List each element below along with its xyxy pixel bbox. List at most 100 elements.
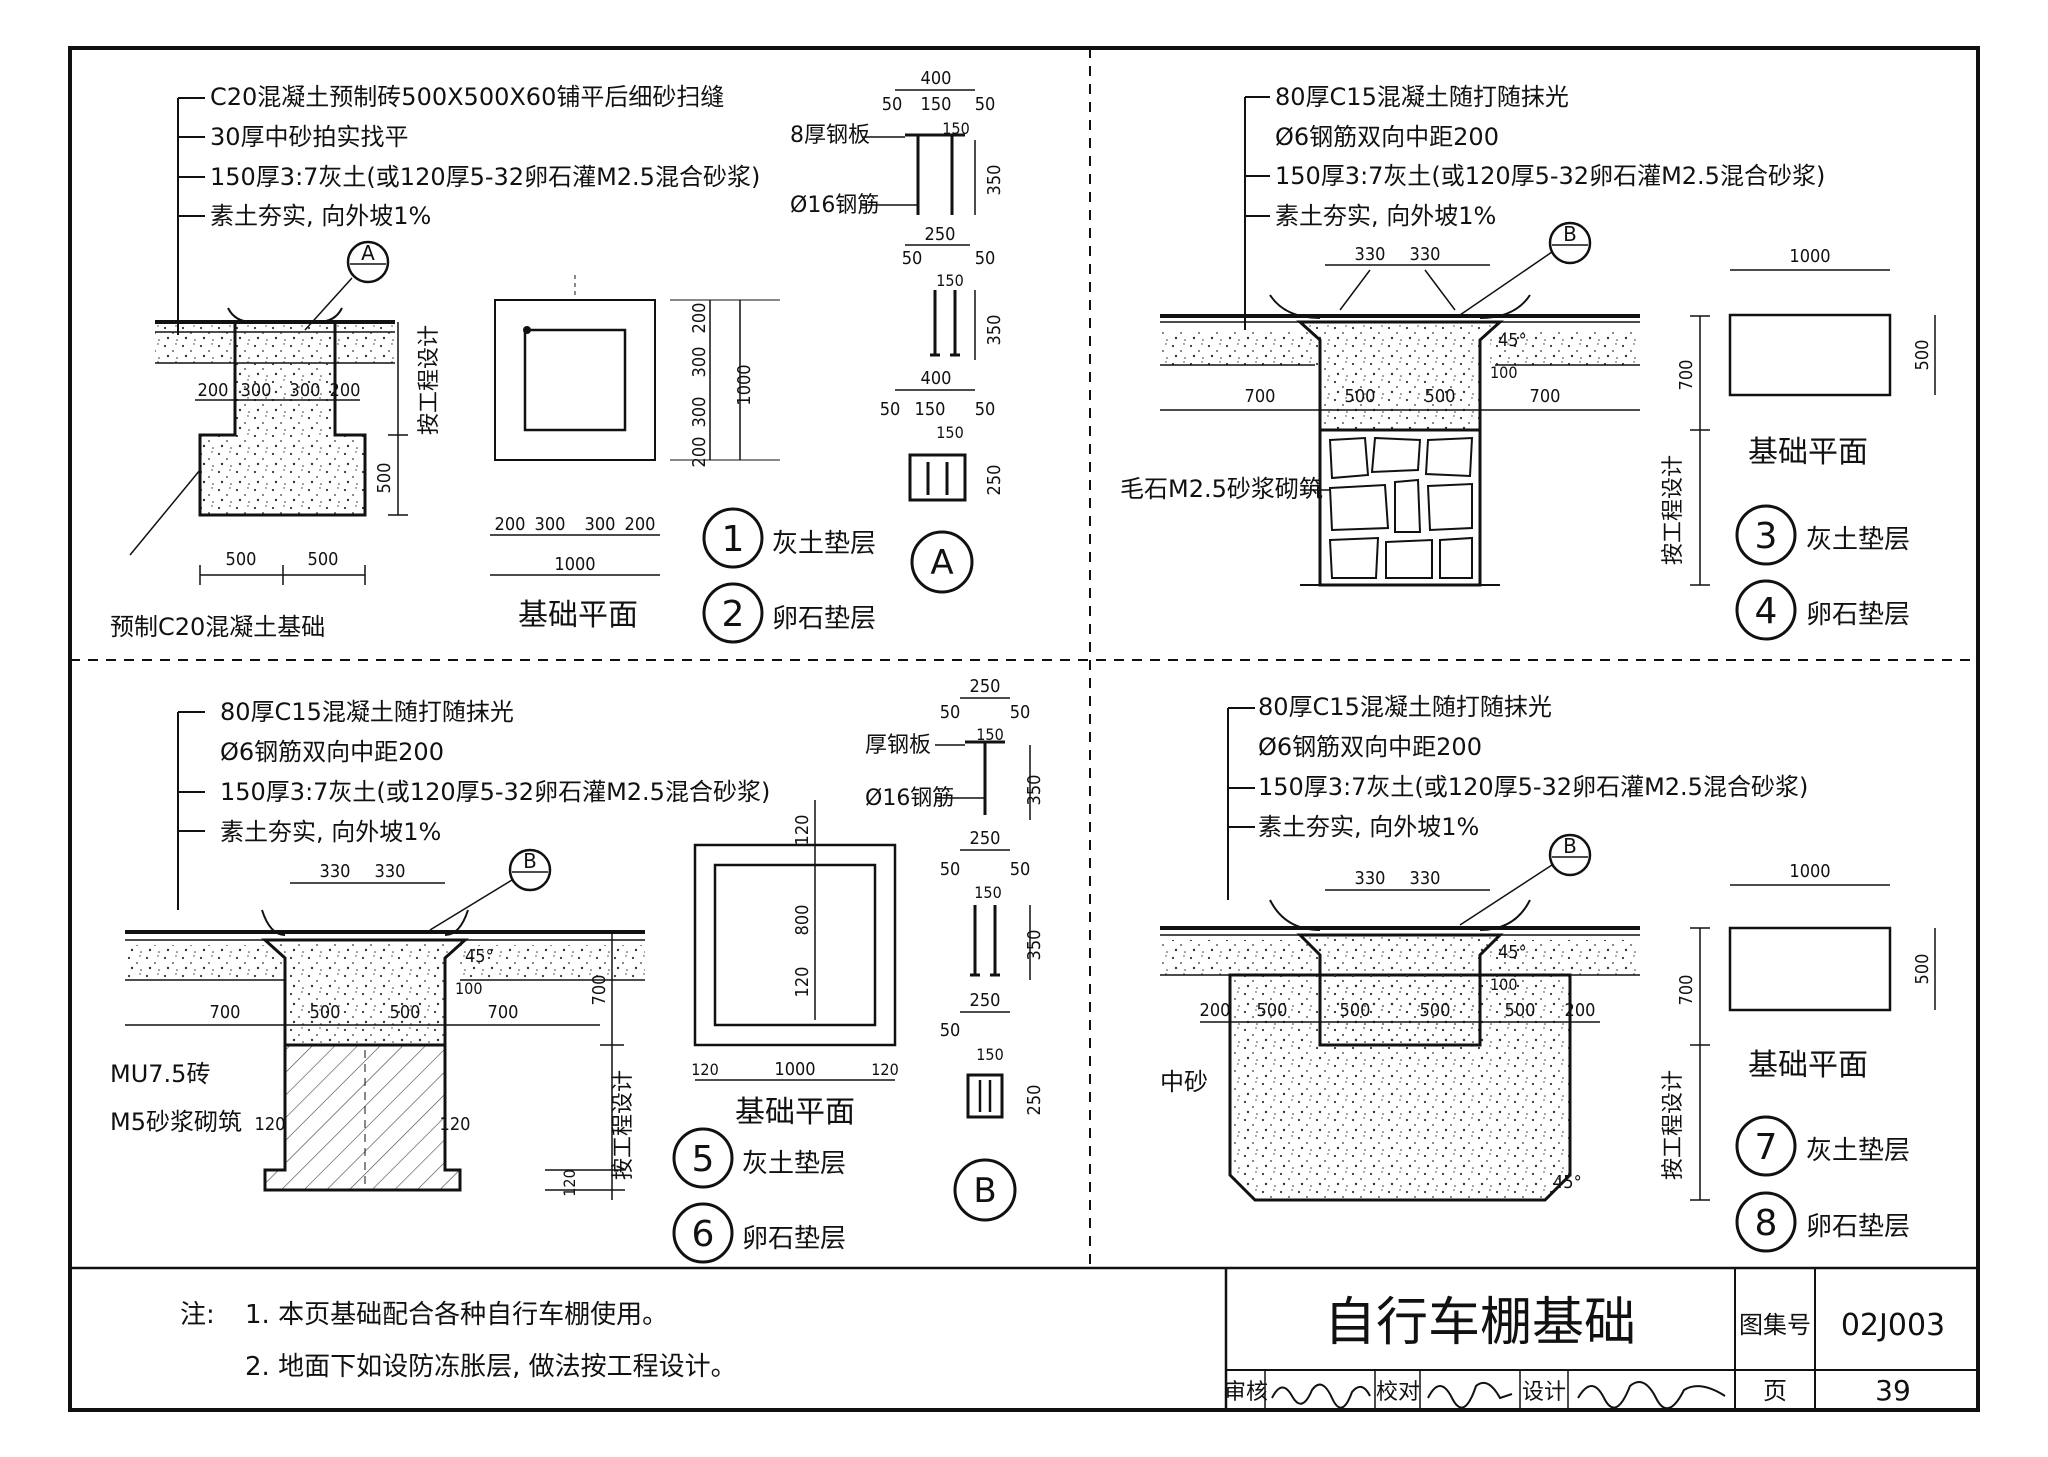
svg-text:350: 350 [1024,930,1045,961]
svg-text:250: 250 [925,224,956,245]
panel3-legend: 5 灰土垫层 6 卵石垫层 [672,1127,846,1264]
panel3-ground [125,930,645,981]
sheet-border [68,46,1980,1412]
svg-text:2: 2 [722,594,745,635]
panel4-dimensions: 330 330 45° 100 200 500 500 500 500 200 … [1200,868,1710,1201]
svg-text:250: 250 [1024,1085,1045,1116]
panel4-layer-3: 150厚3:7灰土(或120厚5-32卵石灌M2.5混合砂浆) [1258,773,1808,801]
svg-text:150: 150 [974,883,1001,902]
panel3-detail-b: 250 50 150 50 350 厚钢板 Ø16钢筋 250 50 150 5… [865,676,1045,1222]
panel1-plate-label: 8厚钢板 [790,123,870,148]
svg-text:330: 330 [320,861,351,882]
svg-text:150: 150 [976,1045,1003,1064]
panel4-sand-bed [1228,973,1572,1202]
svg-text:120: 120 [255,1114,286,1135]
svg-text:500: 500 [390,1002,421,1023]
svg-text:1000: 1000 [1789,861,1830,882]
panel2-plan-title: 基础平面 [1748,435,1868,470]
panel2-layer-callout: 80厚C15混凝土随打随抹光 Ø6钢筋双向中距200 150厚3:7灰土(或12… [1244,83,1825,330]
panel3-layer-4: 素土夯实, 向外坡1% [220,818,441,846]
svg-text:150: 150 [936,423,963,442]
svg-text:700: 700 [1676,975,1697,1006]
page-number: 39 [1875,1374,1911,1407]
panel3-dimensions: 330 330 45° 100 700 500 500 700 700 按工程设… [125,861,636,1200]
svg-text:卵石垫层: 卵石垫层 [1806,600,1910,630]
svg-text:4: 4 [1755,591,1778,632]
panel-1: C20混凝土预制砖500X500X60铺平后细砂扫缝 30厚中砂拍实找平 150… [110,68,1005,644]
svg-text:700: 700 [1245,386,1276,407]
svg-text:1: 1 [722,519,745,560]
svg-text:300: 300 [689,397,710,428]
svg-text:灰土垫层: 灰土垫层 [742,1149,846,1179]
title-block: 自行车棚基础 图集号 02J003 审核 校对 设计 页 39 [1224,1268,1978,1410]
panel3-plan: 120 800 120 120 1000 120 基础平面 [691,800,899,1130]
panel4-legend: 7 灰土垫层 8 卵石垫层 [1735,1115,1910,1253]
svg-text:120: 120 [560,1169,579,1196]
svg-text:250: 250 [970,990,1001,1011]
svg-text:500: 500 [310,1002,341,1023]
svg-text:120: 120 [691,1060,718,1079]
panel3-brick-label: MU7.5砖 [110,1060,210,1088]
panel3-layer-callout: 80厚C15混凝土随打随抹光 Ø6钢筋双向中距200 150厚3:7灰土(或12… [177,698,770,910]
panel3-by-design: 按工程设计 [611,1070,636,1180]
svg-text:5: 5 [692,1139,715,1180]
svg-text:500: 500 [374,463,395,494]
panel1-layer-callout: C20混凝土预制砖500X500X60铺平后细砂扫缝 30厚中砂拍实找平 150… [177,83,760,335]
panel1-plan-title: 基础平面 [518,598,638,633]
panel1-base-label: 预制C20混凝土基础 [110,613,325,641]
svg-text:灰土垫层: 灰土垫层 [772,529,876,559]
notes-label: 注: [180,1300,215,1330]
panel1-layer-4: 素土夯实, 向外坡1% [210,202,431,230]
svg-text:700: 700 [1530,386,1561,407]
panel4-slab [1296,933,1504,1047]
svg-text:300: 300 [689,347,710,378]
panel3-slab [261,938,469,1047]
svg-text:1000: 1000 [1789,246,1830,267]
svg-text:330: 330 [1355,868,1386,889]
svg-text:50: 50 [1010,702,1031,723]
page-label: 页 [1763,1377,1787,1405]
svg-text:灰土垫层: 灰土垫层 [1806,1136,1910,1166]
svg-text:500: 500 [308,549,339,570]
note-1: 1. 本页基础配合各种自行车棚使用。 [245,1300,668,1330]
panel1-ground [155,320,395,364]
panel4-sand-label: 中砂 [1160,1068,1208,1096]
svg-text:灰土垫层: 灰土垫层 [1806,525,1910,555]
panel1-legend: 1 灰土垫层 2 卵石垫层 [702,507,876,644]
review-signature [1271,1383,1371,1409]
svg-text:500: 500 [1340,1000,1371,1021]
panel1-precast-base [198,320,367,517]
svg-text:50: 50 [940,1020,961,1041]
svg-text:700: 700 [488,1002,519,1023]
panel4-plan: 1000 500 基础平面 [1728,861,1936,1083]
svg-text:500: 500 [1912,340,1933,371]
panel3-section-marker: B [523,849,537,873]
svg-text:350: 350 [984,315,1005,346]
panel1-detail-label: A [930,543,953,583]
panel2-masonry-label: 毛石M2.5砂浆砌筑 [1120,475,1323,503]
svg-text:50: 50 [975,94,996,115]
svg-text:500: 500 [1425,386,1456,407]
panel1-section-marker: A [361,241,375,265]
svg-text:500: 500 [1257,1000,1288,1021]
panel1-layer-2: 30厚中砂拍实找平 [210,123,409,151]
panel4-layer-2: Ø6钢筋双向中距200 [1258,733,1482,761]
panel1-section-marker-circle [346,240,390,284]
svg-text:1000: 1000 [774,1059,815,1080]
svg-text:300: 300 [290,380,321,401]
note-2: 2. 地面下如设防冻胀层, 做法按工程设计。 [245,1352,737,1382]
svg-text:100: 100 [455,979,482,998]
svg-text:700: 700 [1676,360,1697,391]
panel3-layer-2: Ø6钢筋双向中距200 [220,738,444,766]
panel2-layer-1: 80厚C15混凝土随打随抹光 [1275,83,1569,111]
svg-text:卵石垫层: 卵石垫层 [1806,1212,1910,1242]
panel3-plan-title: 基础平面 [735,1095,855,1130]
panel4-by-design: 按工程设计 [1661,1070,1686,1180]
svg-text:3: 3 [1755,516,1778,557]
svg-text:1000: 1000 [734,364,755,405]
panel3-brick-wall [263,1043,462,1192]
drawing-title: 自行车棚基础 [1324,1293,1636,1353]
svg-text:200: 200 [689,437,710,468]
svg-text:卵石垫层: 卵石垫层 [742,1224,846,1254]
